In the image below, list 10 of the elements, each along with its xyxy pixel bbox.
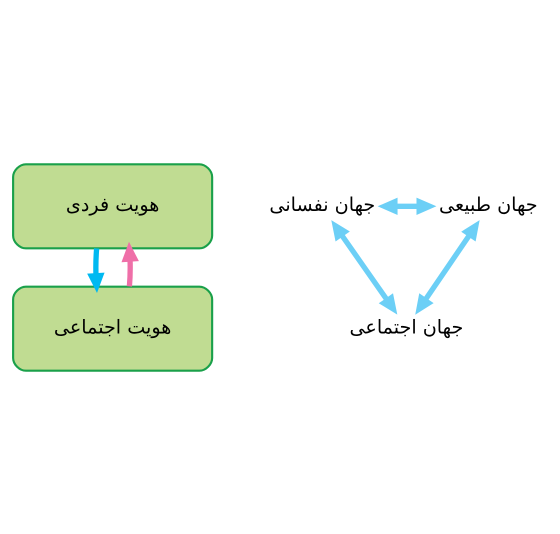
arrow xyxy=(331,220,398,314)
arrow xyxy=(378,197,436,215)
arrow xyxy=(87,248,105,292)
node-text: جهان اجتماعی xyxy=(349,314,464,338)
arrow xyxy=(415,220,480,314)
node-text: جهان نفسانی xyxy=(269,192,376,216)
node-text: جهان طبیعی xyxy=(439,192,538,216)
node-box: هویت اجتماعی xyxy=(12,285,214,372)
node-box: هویت فردی xyxy=(12,162,214,249)
arrow xyxy=(121,241,139,286)
